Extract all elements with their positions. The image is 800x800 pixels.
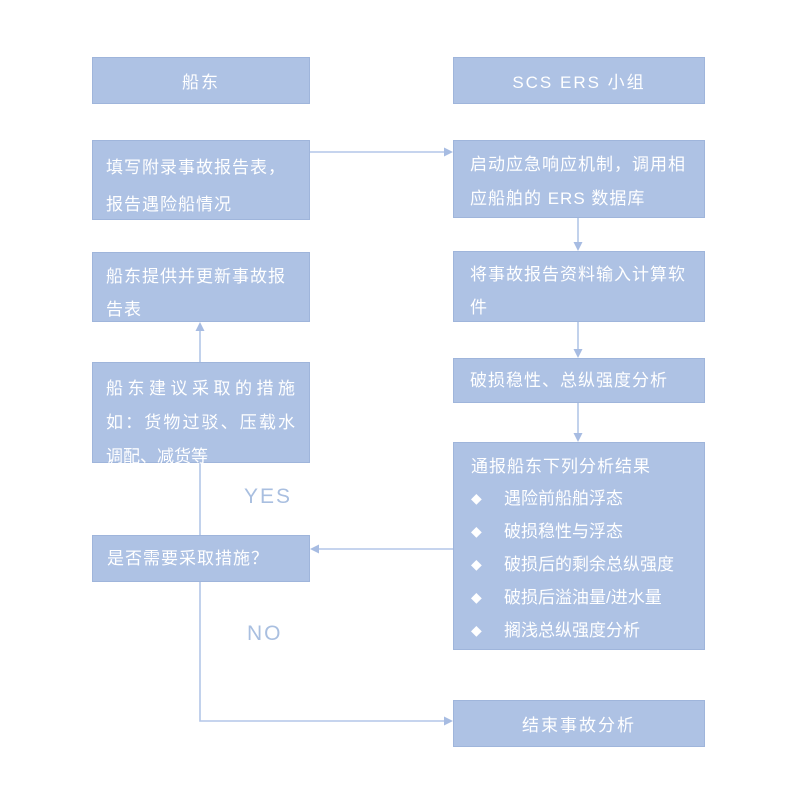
suggest-measures-box: 船东建议采取的措施 如：货物过驳、压载水 调配、减货等: [92, 362, 310, 466]
yes-branch-label: YES: [244, 485, 293, 508]
diamond-bullet-icon: ◆: [471, 523, 482, 539]
report-results-box: 通报船东下列分析结果 ◆ 遇险前船舶浮态 ◆ 破损稳性与浮态 ◆ 破损后的剩余总…: [453, 442, 705, 650]
decision-label: 是否需要采取措施？: [107, 549, 269, 568]
result-item: ◆ 破损后的剩余总纵强度: [471, 548, 696, 581]
box-text-line: 船东建议采取的措施: [106, 379, 295, 398]
result-item: ◆ 搁浅总纵强度分析: [471, 614, 696, 647]
arrowhead-down-icon: [573, 349, 583, 358]
result-item: ◆ 破损后溢油量/进水量: [471, 581, 696, 614]
box-text-line: 启动应急响应机制，调用相: [470, 155, 686, 174]
activate-emergency-response-box: 启动应急响应机制，调用相 应船舶的 ERS 数据库: [453, 140, 705, 218]
result-item-label: 破损稳性与浮态: [504, 522, 623, 541]
diamond-bullet-icon: ◆: [471, 589, 482, 605]
damage-stability-analysis-box: 破损稳性、总纵强度分析: [453, 358, 705, 403]
diamond-bullet-icon: ◆: [471, 490, 482, 506]
scs-ers-team-header-box: SCS ERS 小组: [453, 57, 705, 104]
box-text-line: 船东提供并更新事故报: [106, 267, 286, 286]
end-analysis-label: 结束事故分析: [522, 716, 636, 735]
result-item-label: 遇险前船舶浮态: [504, 489, 623, 508]
arrowhead-right-icon: [444, 147, 453, 157]
arrowhead-left-icon: [310, 544, 319, 554]
no-branch-line: [199, 582, 445, 722]
arrowhead-down-icon: [573, 242, 583, 251]
shipowner-header-label: 船东: [182, 73, 220, 92]
results-title: 通报船东下列分析结果: [471, 457, 651, 476]
fill-accident-report-box: 填写附录事故报告表， 报告遇险船情况: [92, 140, 310, 220]
box-text-line: 将事故报告资料输入计算软: [470, 265, 686, 284]
scs-ers-team-header-label: SCS ERS 小组: [512, 73, 646, 92]
result-item-label: 搁浅总纵强度分析: [504, 621, 640, 640]
input-report-data-box: 将事故报告资料输入计算软 件: [453, 251, 705, 322]
box-text-line: 破损稳性、总纵强度分析: [470, 371, 668, 390]
arrowhead-down-icon: [573, 433, 583, 442]
shipowner-header-box: 船东: [92, 57, 310, 104]
result-item-label: 破损后溢油量/进水量: [504, 588, 662, 607]
decision-need-measures-box: 是否需要采取措施？: [92, 535, 310, 582]
arrowhead-right-icon: [444, 716, 453, 726]
box-text-line: 应船舶的 ERS 数据库: [470, 189, 646, 208]
box-text-line: 如：货物过驳、压载水: [106, 413, 295, 432]
result-item: ◆ 遇险前船舶浮态: [471, 482, 696, 515]
result-item: ◆ 破损稳性与浮态: [471, 515, 696, 548]
box-text-line: 填写附录事故报告表，: [106, 158, 286, 177]
result-item-label: 破损后的剩余总纵强度: [504, 555, 674, 574]
diamond-bullet-icon: ◆: [471, 622, 482, 638]
diamond-bullet-icon: ◆: [471, 556, 482, 572]
provide-update-report-box: 船东提供并更新事故报 告表: [92, 252, 310, 322]
end-analysis-box: 结束事故分析: [453, 700, 705, 747]
box-text-line: 报告遇险船情况: [106, 195, 232, 214]
box-text-line: 告表: [106, 300, 142, 319]
box-text-line: 件: [470, 298, 488, 317]
no-branch-label: NO: [247, 622, 283, 645]
box-text-line: 调配、减货等: [106, 447, 208, 466]
